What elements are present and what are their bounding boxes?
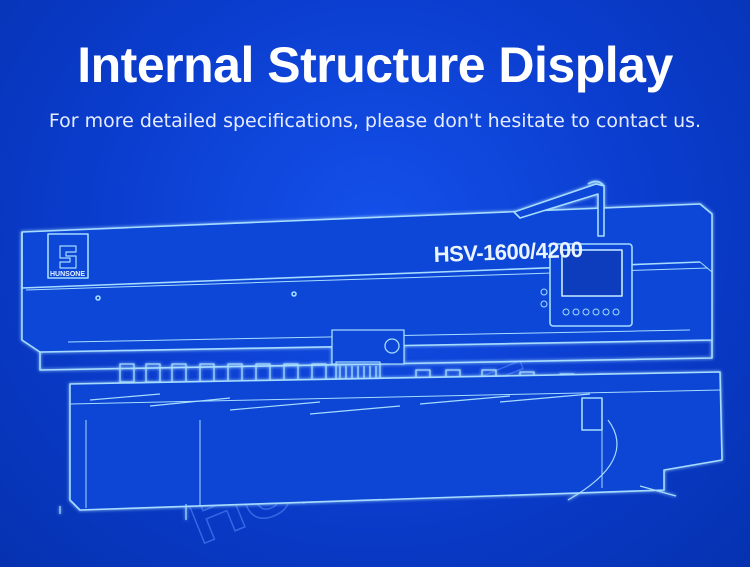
- control-buttons: [540, 288, 620, 316]
- machine-bed: [69, 371, 723, 511]
- page-subtitle: For more detailed specifications, please…: [48, 110, 702, 132]
- cable: [567, 419, 618, 501]
- page-title: Internal Structure Display: [77, 37, 673, 93]
- support-arms: [89, 393, 591, 415]
- control-screen: [561, 249, 623, 297]
- logo-label: HUNSONE: [50, 271, 85, 278]
- control-arm: [513, 183, 605, 237]
- model-label: HSV-1600/4200: [433, 237, 583, 267]
- cutting-head: [331, 329, 405, 393]
